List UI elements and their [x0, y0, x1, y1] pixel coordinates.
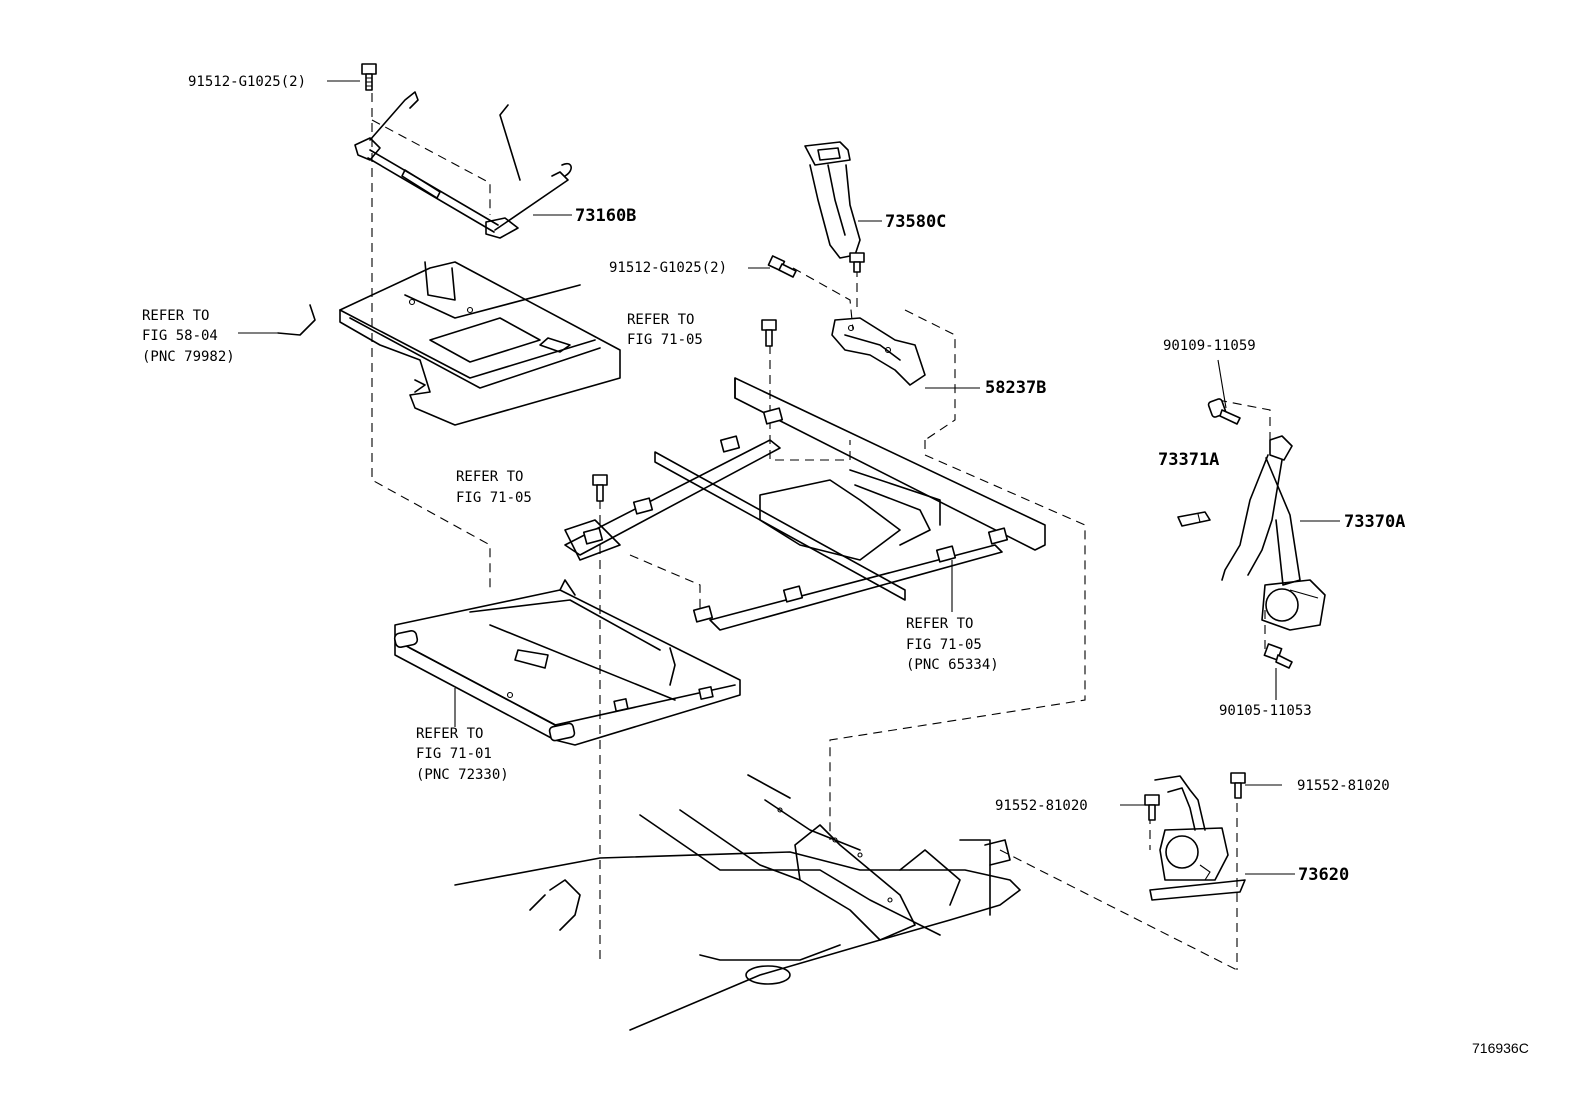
ref-line: FIG 58-04 — [142, 328, 218, 344]
label-73371a[interactable]: 73371A — [1158, 450, 1219, 470]
floor-pan — [454, 774, 1021, 1031]
ref-71-05-a[interactable]: REFER TO FIG 71-05 — [627, 312, 703, 348]
label-bolt-mid[interactable]: 91512-G1025(2) — [609, 260, 727, 276]
ref-line: (PNC 79982) — [142, 349, 235, 365]
label-91552-right[interactable]: 91552-81020 — [1297, 778, 1390, 794]
ref-58-04[interactable]: REFER TO FIG 58-04 (PNC 79982) — [142, 308, 235, 365]
label-73620[interactable]: 73620 — [1298, 865, 1349, 885]
ref-line: REFER TO — [142, 308, 209, 324]
label-73580c[interactable]: 73580C — [885, 212, 946, 232]
label-bolt-top[interactable]: 91512-G1025(2) — [188, 74, 306, 90]
bolt-icon-mid — [767, 255, 797, 278]
seat-track-frame-center[interactable] — [564, 377, 1046, 631]
ref-line: FIG 71-05 — [627, 332, 703, 348]
ref-line: REFER TO — [906, 616, 973, 632]
part-58237b-bracket[interactable] — [831, 317, 926, 386]
part-73580c-buckle[interactable] — [804, 141, 861, 259]
ref-line: FIG 71-05 — [456, 490, 532, 506]
bolt-icon-90109 — [1207, 398, 1241, 425]
diagram-code: 716936C — [1472, 1040, 1529, 1056]
label-90109[interactable]: 90109-11059 — [1163, 338, 1256, 354]
seat-frame-lower[interactable] — [393, 579, 741, 746]
bolt-icon-91552-right — [1230, 772, 1246, 799]
label-73370a[interactable]: 73370A — [1344, 512, 1405, 532]
assembly-dashed-lines — [371, 93, 1271, 971]
part-73620-retractor[interactable] — [1149, 775, 1246, 901]
part-labels: 91512-G1025(2) 73160B 73580C 91512-G1025… — [188, 74, 1529, 1056]
leader-lines — [238, 80, 1340, 875]
ref-71-05-b[interactable]: REFER TO FIG 71-05 — [456, 469, 532, 506]
bolt-icon-ref-a — [761, 319, 777, 347]
bolt-icon-ref-b — [592, 474, 608, 502]
ref-line: FIG 71-05 — [906, 637, 982, 653]
bolt-icon-90105 — [1263, 643, 1293, 669]
part-73370a-retractor[interactable] — [1221, 435, 1326, 631]
ref-line: (PNC 72330) — [416, 767, 509, 783]
part-73371a[interactable] — [1177, 511, 1211, 527]
ref-line: REFER TO — [416, 726, 483, 742]
ref-line: REFER TO — [456, 469, 523, 485]
label-90105[interactable]: 90105-11053 — [1219, 703, 1312, 719]
part-73160b-cable[interactable] — [354, 91, 572, 239]
seat-cushion-frame-upper[interactable] — [277, 261, 621, 426]
bolt-icon-91552-left — [1144, 794, 1160, 821]
ref-line: (PNC 65334) — [906, 657, 999, 673]
label-91552-left[interactable]: 91552-81020 — [995, 798, 1088, 814]
ref-71-01[interactable]: REFER TO FIG 71-01 (PNC 72330) — [416, 726, 509, 783]
ref-line: REFER TO — [627, 312, 694, 328]
ref-71-05-c[interactable]: REFER TO FIG 71-05 (PNC 65334) — [906, 616, 999, 673]
label-58237b[interactable]: 58237B — [985, 378, 1046, 398]
label-73160b[interactable]: 73160B — [575, 206, 636, 226]
bolt-icon-buckle — [849, 252, 865, 273]
ref-line: FIG 71-01 — [416, 746, 492, 762]
bolt-icon-top — [361, 63, 377, 91]
